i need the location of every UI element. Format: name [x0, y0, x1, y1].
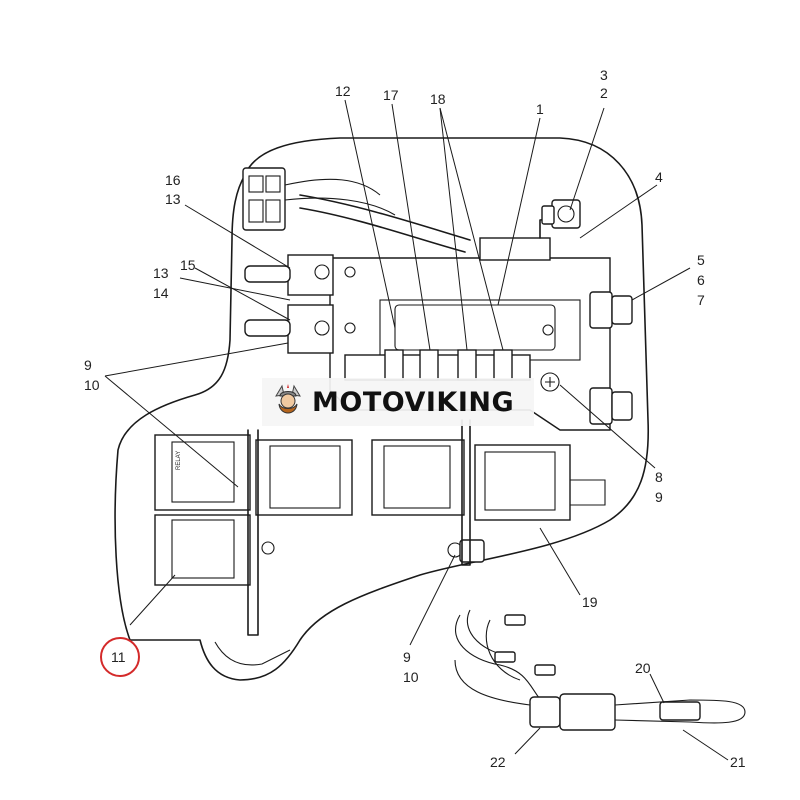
support-rod-right [461, 419, 471, 566]
callout-13-upper: 13 [165, 191, 181, 207]
callout-10-left: 10 [84, 377, 100, 393]
callout-10-bottom: 10 [403, 669, 419, 685]
callout-22: 22 [490, 754, 506, 770]
callout-15: 15 [180, 257, 196, 273]
callout-6: 6 [697, 272, 705, 288]
callout-19: 19 [582, 594, 598, 610]
callout-17: 17 [383, 87, 399, 103]
support-rod-left [247, 429, 259, 636]
callout-3: 3 [600, 67, 608, 83]
callout-8: 8 [655, 469, 663, 485]
motoviking-watermark: MOTOVIKING [262, 378, 534, 426]
callout-12: 12 [335, 83, 351, 99]
callout-13-lower: 13 [153, 265, 169, 281]
leader-lines [104, 99, 729, 761]
callout-5: 5 [697, 252, 705, 268]
callout-9-left: 9 [84, 357, 92, 373]
callout-14: 14 [153, 285, 169, 301]
callout-2: 2 [600, 85, 608, 101]
callout-21: 21 [730, 754, 746, 770]
watermark-text: MOTOVIKING [312, 386, 515, 418]
left-studs [244, 254, 356, 354]
callout-9-bottom: 9 [403, 649, 411, 665]
top-connector-block [242, 167, 471, 253]
relay-row: RELAY [154, 434, 606, 586]
callouts: 12 17 18 1 3 2 4 16 13 15 13 14 5 6 7 9 … [84, 67, 746, 770]
svg-text:RELAY: RELAY [176, 451, 182, 470]
callout-9-right: 9 [655, 489, 663, 505]
callout-20: 20 [635, 660, 651, 676]
housing-inner-rim [214, 641, 291, 666]
callout-1: 1 [536, 101, 544, 117]
housing-outline [114, 137, 650, 681]
callout-18: 18 [430, 91, 446, 107]
callout-11-highlight-circle [100, 637, 140, 677]
callout-7: 7 [697, 292, 705, 308]
callout-11: 11 [111, 649, 126, 665]
callout-4: 4 [655, 169, 663, 185]
right-bolts [589, 291, 633, 425]
callout-16: 16 [165, 172, 181, 188]
viking-logo-icon [275, 384, 301, 414]
upper-bolt [541, 199, 581, 229]
wire-harness [454, 609, 746, 731]
fuse-row [344, 349, 531, 381]
